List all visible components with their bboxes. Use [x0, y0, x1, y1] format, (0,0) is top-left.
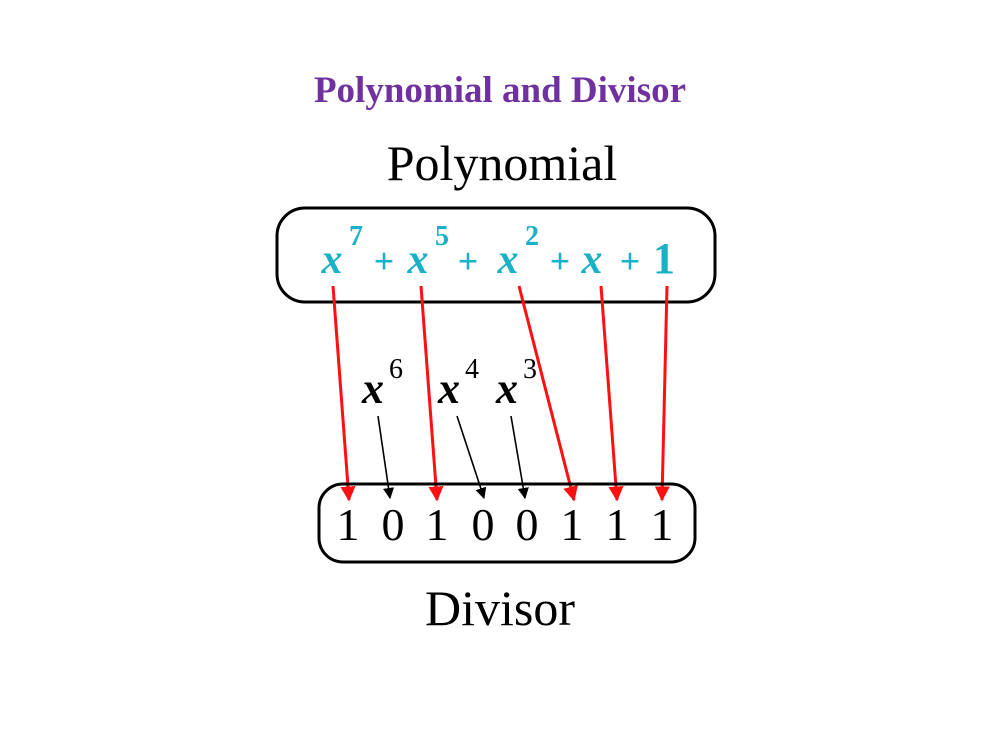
missing-term-base: x: [437, 364, 460, 413]
present-term-arrow: [517, 285, 578, 502]
polynomial-term-base: x: [497, 237, 519, 283]
missing-term-arrow: [510, 415, 529, 500]
present-term-arrow: [654, 285, 670, 502]
divisor-bit: 1: [606, 499, 629, 550]
missing-term-base: x: [495, 364, 518, 413]
polynomial-box: [275, 206, 717, 304]
polynomial-term-base: x: [407, 237, 429, 283]
polynomial-term-exponent: 2: [525, 221, 539, 252]
divisor-bit: 0: [516, 499, 539, 550]
divisor-label: Divisor: [425, 580, 575, 636]
divisor-bit: 0: [382, 499, 405, 550]
present-term-arrow: [599, 285, 624, 502]
divisor-bit: 1: [337, 499, 360, 550]
mapping-arrows: [331, 285, 670, 502]
polynomial-label: Polynomial: [387, 135, 618, 191]
plus-operator: +: [550, 241, 571, 281]
polynomial-term-base: x: [581, 237, 603, 283]
polynomial-term-base: 1: [653, 234, 675, 283]
present-term-arrow: [419, 285, 444, 502]
polynomial-expression: x7+x5+x2+x+1: [321, 221, 676, 283]
missing-term-exponent: 3: [523, 354, 537, 385]
plus-operator: +: [620, 241, 641, 281]
divisor-bit: 1: [561, 499, 584, 550]
polynomial-term-exponent: 5: [435, 221, 449, 252]
polynomial-term-exponent: 7: [349, 221, 363, 252]
missing-term-arrow: [377, 415, 395, 500]
present-term-arrow: [331, 285, 356, 502]
missing-term-base: x: [361, 364, 384, 413]
divisor-bit: 1: [651, 499, 674, 550]
plus-operator: +: [374, 241, 395, 281]
page-title: Polynomial and Divisor: [314, 70, 686, 111]
missing-term-arrow: [456, 415, 487, 500]
divisor-box: [317, 482, 697, 564]
missing-term-exponent: 6: [389, 354, 403, 385]
plus-operator: +: [458, 241, 479, 281]
polynomial-term-base: x: [321, 237, 343, 283]
divisor-bit: 1: [426, 499, 449, 550]
divisor-bit: 0: [472, 499, 495, 550]
missing-term-exponent: 4: [465, 354, 479, 385]
